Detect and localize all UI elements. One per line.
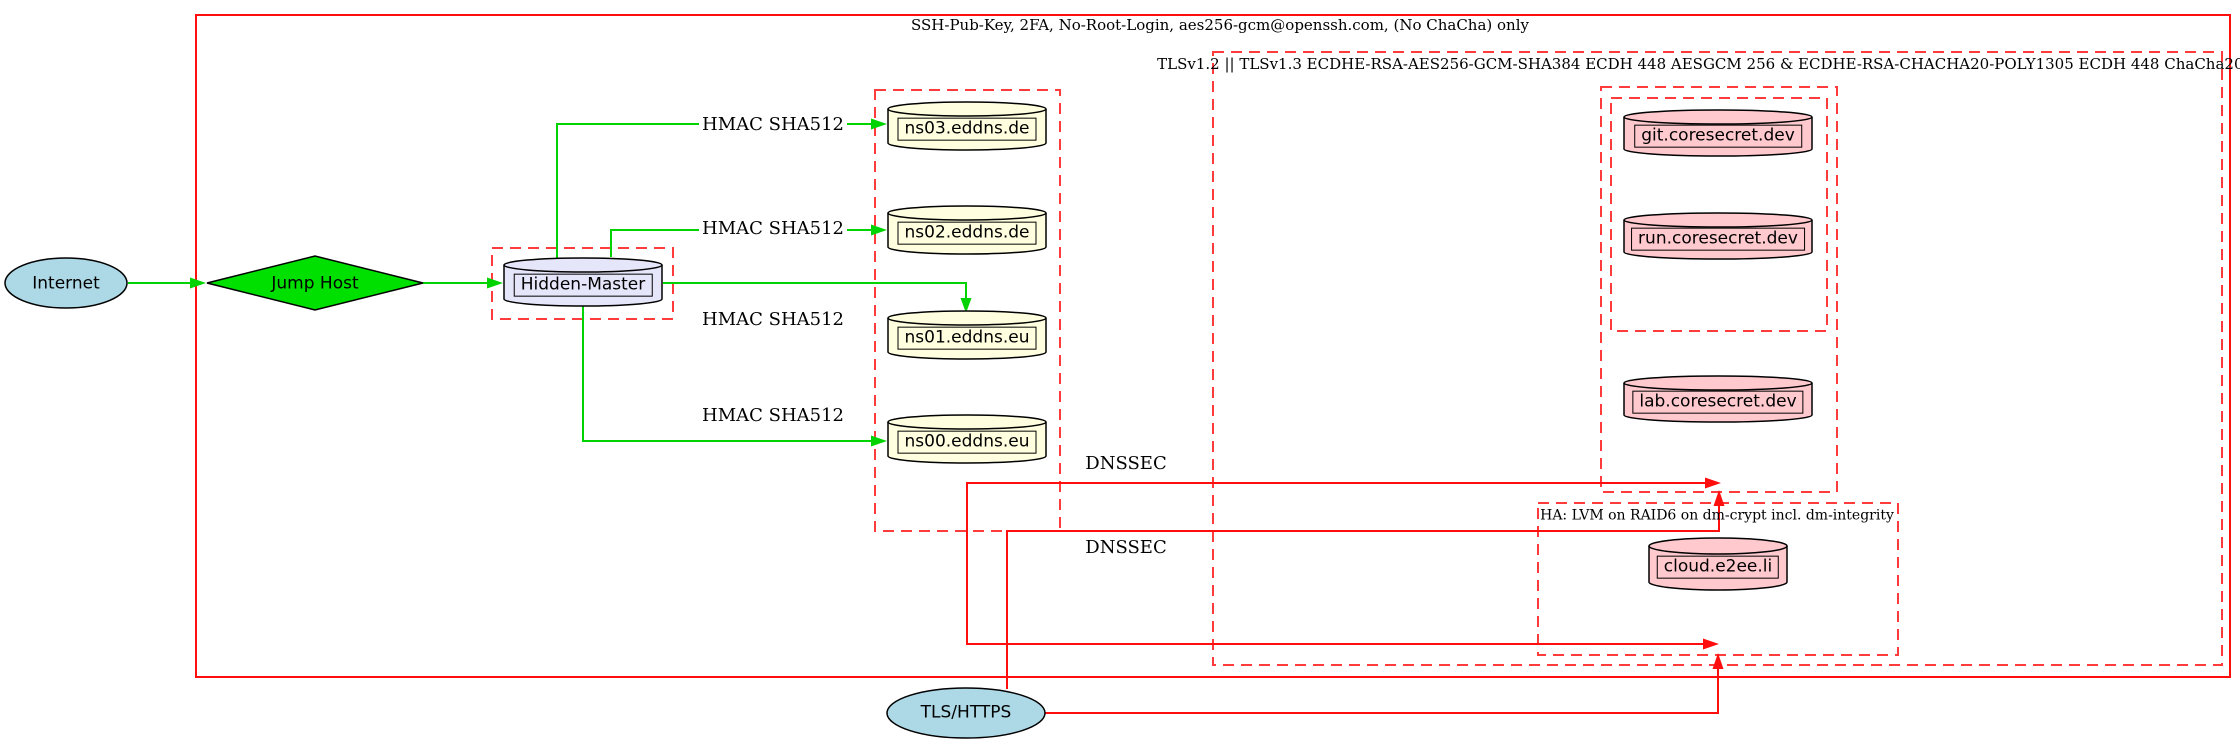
cloud-label: cloud.e2ee.li	[1656, 555, 1780, 579]
tls-cluster-label: TLSv1.2 || TLSv1.3 ECDHE-RSA-AES256-GCM-…	[1157, 54, 2240, 73]
lab-node	[1623, 375, 1813, 423]
internet-label: Internet	[32, 273, 100, 294]
ns03-node	[887, 101, 1047, 151]
tls-to-coresecret-arrowhead	[1713, 490, 1725, 506]
ns00-node	[887, 414, 1047, 464]
ns01-label: ns01.eddns.eu	[897, 326, 1037, 350]
run-node	[1623, 212, 1813, 260]
dnssec-edge-1-arrowhead	[1705, 477, 1721, 489]
hiddenmaster-to-ns00-arrowhead	[871, 435, 887, 447]
ha-cluster-label: HA: LVM on RAID6 on dm-crypt incl. dm-in…	[1540, 507, 1894, 524]
dnssec-edge-1	[966, 482, 1705, 645]
jump-host-node	[206, 255, 424, 311]
hiddenmaster-to-ns01-arrowhead	[960, 298, 972, 313]
dnssec-label-1: DNSSEC	[1082, 454, 1170, 474]
ns01-node	[887, 310, 1047, 360]
tls-to-cloud-arrowhead	[1712, 653, 1724, 669]
jump-host-label: Jump Host	[271, 273, 359, 294]
ns00-label: ns00.eddns.eu	[897, 430, 1037, 454]
hiddenmaster-to-ns02-arrowhead	[871, 224, 887, 236]
hidden-master-node	[503, 257, 663, 307]
hiddenmaster-to-ns01-edge	[663, 282, 967, 298]
ns02-node	[887, 205, 1047, 255]
jumphost-to-hiddenmaster-arrowhead	[487, 277, 503, 289]
lab-label: lab.coresecret.dev	[1632, 390, 1804, 414]
coresecret-inner-cluster-box	[1610, 97, 1828, 332]
hmac-label-ns02: HMAC SHA512	[698, 219, 848, 239]
git-node	[1623, 109, 1813, 157]
eddns-cluster-box	[874, 89, 1061, 532]
git-label: git.coresecret.dev	[1634, 124, 1802, 148]
ns02-label: ns02.eddns.de	[897, 221, 1037, 245]
tls-https-label: TLS/HTTPS	[920, 702, 1012, 723]
ssh-cluster-label: SSH-Pub-Key, 2FA, No-Root-Login, aes256-…	[911, 15, 1529, 34]
internet-to-jumphost-arrowhead	[190, 277, 206, 289]
hidden-master-label: Hidden-Master	[513, 273, 653, 297]
dnssec-edge-2-arrowhead	[1703, 638, 1719, 650]
hiddenmaster-to-ns03-arrowhead	[871, 118, 887, 130]
tls-to-coresecret-edge	[1006, 506, 1720, 689]
hmac-label-ns01: HMAC SHA512	[698, 310, 848, 330]
hmac-label-ns03: HMAC SHA512	[698, 115, 848, 135]
hiddenmaster-to-ns00-edge	[582, 302, 871, 442]
run-label: run.coresecret.dev	[1631, 227, 1805, 251]
ns03-label: ns03.eddns.de	[897, 117, 1037, 141]
tls-https-node	[886, 687, 1046, 739]
tls-to-cloud-edge	[1045, 669, 1719, 714]
ssh-cluster-box	[195, 14, 2231, 678]
dnssec-label-2: DNSSEC	[1082, 538, 1170, 558]
internet-node	[4, 257, 128, 309]
cloud-node	[1648, 537, 1788, 591]
hmac-label-ns00: HMAC SHA512	[698, 406, 848, 426]
